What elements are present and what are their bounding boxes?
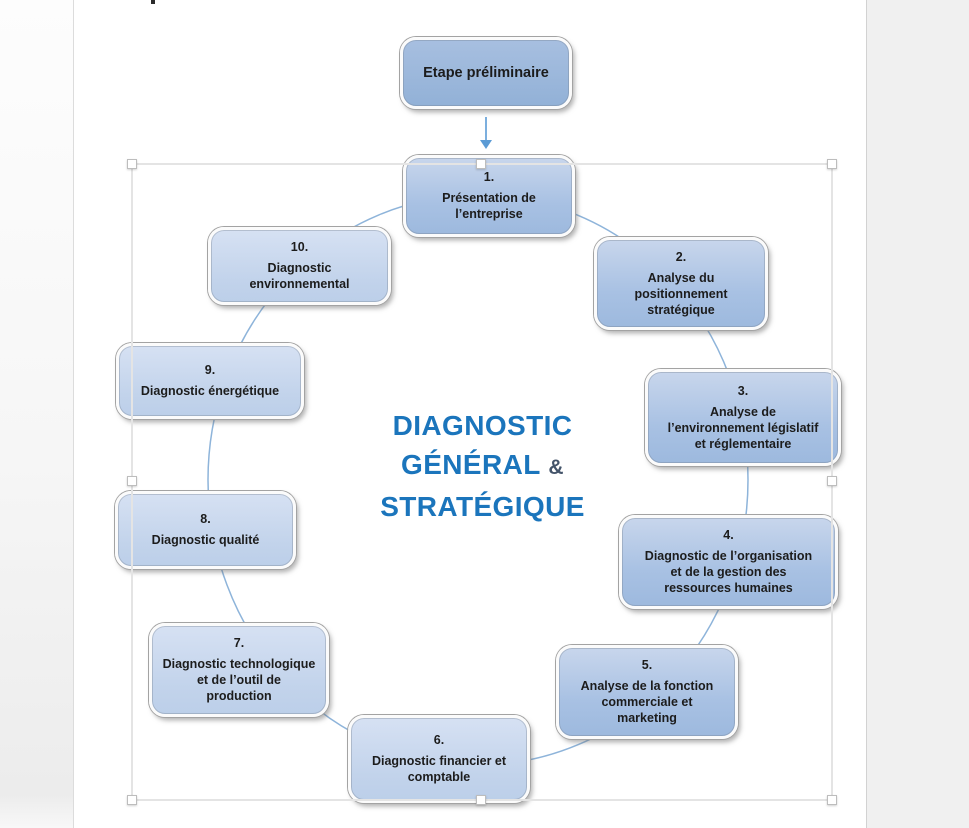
step-number: 6.: [433, 733, 445, 747]
step-label: Analyse du positionnement stratégique: [634, 270, 728, 317]
diagram-title-line3: STRATÉGIQUE: [380, 491, 585, 522]
diagram-title-line1: DIAGNOSTIC: [392, 410, 573, 441]
step-box-6[interactable]: 6. Diagnostic financier et comptable: [348, 715, 530, 803]
step-number: 4.: [723, 528, 734, 542]
step-label: Analyse de la fonction commerciale et ma…: [580, 679, 714, 725]
step-box-5[interactable]: 5. Analyse de la fonction commerciale et…: [556, 645, 738, 739]
step-number: 7.: [233, 636, 245, 650]
step-label: Diagnostic environnemental: [249, 261, 350, 291]
selection-handle-w[interactable]: [127, 476, 137, 486]
diagram-title-ampersand: &: [548, 456, 564, 479]
step-box-10[interactable]: 10. Diagnostic environnemental: [208, 227, 391, 305]
step-label: Présentation de l’entreprise: [442, 191, 536, 221]
step-label: Diagnostic de l’organisation et de la ge…: [644, 549, 813, 595]
step-number: 2.: [675, 249, 687, 264]
step-number: 9.: [204, 363, 216, 377]
step-box-8[interactable]: 8. Diagnostic qualité: [115, 491, 296, 569]
step-box-2[interactable]: 2. Analyse du positionnement stratégique: [594, 237, 768, 330]
step-number: 10.: [290, 240, 309, 254]
step-label: Diagnostic technologique et de l’outil d…: [162, 657, 316, 703]
step-label: Diagnostic qualité: [151, 533, 260, 547]
selection-handle-nw[interactable]: [127, 159, 137, 169]
selection-handle-n[interactable]: [476, 159, 486, 169]
selection-handle-sw[interactable]: [127, 795, 137, 805]
canvas-left-margin: [0, 0, 74, 828]
diagram-title[interactable]: DIAGNOSTIC GÉNÉRAL & STRATÉGIQUE: [330, 406, 635, 526]
cursor-artifact: [151, 0, 155, 4]
step-label: Diagnostic énergétique: [140, 384, 280, 398]
diagram-title-line2: GÉNÉRAL &: [401, 449, 564, 480]
step-label: Diagnostic financier et comptable: [371, 754, 507, 784]
step-box-1[interactable]: 1. Présentation de l’entreprise: [403, 155, 575, 237]
step-label: Analyse de l’environnement législatif et…: [667, 404, 819, 451]
selection-handle-se[interactable]: [827, 795, 837, 805]
step-number: 5.: [641, 658, 653, 672]
step-box-3[interactable]: 3. Analyse de l’environnement législatif…: [645, 369, 841, 466]
step-box-4[interactable]: 4. Diagnostic de l’organisation et de la…: [619, 515, 838, 609]
preliminary-step-label: Etape préliminaire: [423, 65, 549, 81]
selection-handle-ne[interactable]: [827, 159, 837, 169]
step-box-9[interactable]: 9. Diagnostic énergétique: [116, 343, 304, 419]
selection-handle-e[interactable]: [827, 476, 837, 486]
step-number: 1.: [483, 170, 495, 184]
preliminary-step-box[interactable]: Etape préliminaire: [400, 37, 572, 109]
step-number: 8.: [200, 512, 211, 526]
step-box-7[interactable]: 7. Diagnostic technologique et de l’outi…: [149, 623, 329, 717]
canvas-right-margin: [866, 0, 969, 828]
selection-handle-s[interactable]: [476, 795, 486, 805]
step-number: 3.: [737, 383, 749, 398]
